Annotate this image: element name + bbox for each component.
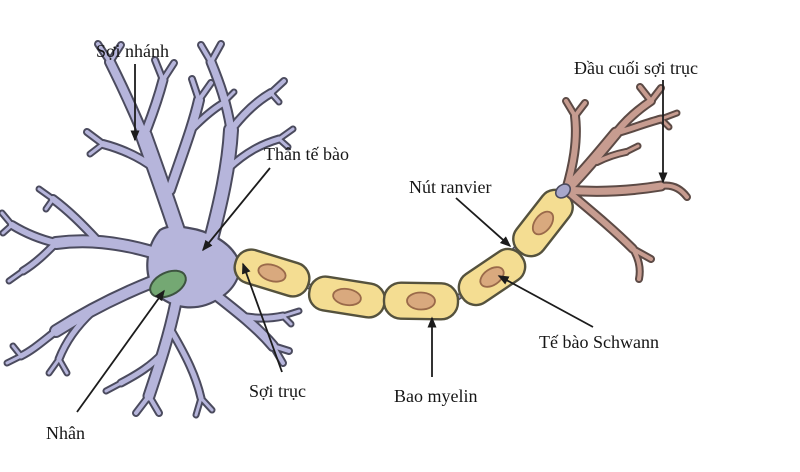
dendrite-branch-outlines — [0, 40, 303, 419]
callout-labels: Sợi nhánh Thân tế bào Nút ranvier Đầu cu… — [46, 41, 698, 443]
label-axon-terminal: Đầu cuối sợi trục — [574, 58, 698, 78]
label-nucleus: Nhân — [46, 423, 85, 443]
label-dendrites: Sợi nhánh — [96, 41, 169, 61]
label-cell-body: Thân tế bào — [264, 144, 349, 164]
label-axon: Sợi trục — [249, 381, 306, 401]
myelin-segment-3 — [382, 281, 460, 321]
label-node-of-ranvier: Nút ranvier — [409, 177, 491, 197]
label-schwann-cell: Tế bào Schwann — [539, 332, 659, 352]
myelin-segment-2 — [307, 275, 387, 319]
myelin-segment-1 — [233, 248, 311, 298]
arrow-schwann-cell — [497, 275, 594, 328]
dendrite-branch-fills — [0, 42, 301, 417]
terminal-root-junction — [554, 183, 572, 199]
callout-arrows — [76, 64, 668, 413]
arrow-node-of-ranvier — [455, 197, 512, 247]
arrow-nucleus — [76, 289, 165, 413]
arrow-axon — [241, 262, 283, 373]
label-myelin-sheath: Bao myelin — [394, 386, 478, 406]
arrow-cell-body — [202, 167, 271, 252]
